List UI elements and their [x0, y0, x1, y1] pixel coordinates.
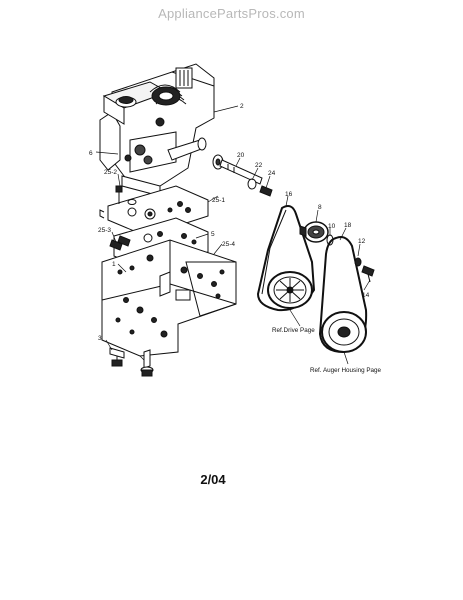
- callout-25-2: 25-2: [104, 169, 117, 176]
- ref-drive-page: Ref.Drive Page: [272, 327, 315, 334]
- callout-24: 24: [268, 170, 276, 177]
- engine-pulley-part-8[interactable]: [299, 221, 329, 243]
- callout-14: 14: [362, 292, 370, 299]
- callout-8: 8: [318, 204, 322, 211]
- callout-labels: 2 6 20 22 24 25-2 25-1 16 8 18 10 12 14 …: [89, 103, 370, 342]
- callout-20: 20: [237, 152, 245, 159]
- engine[interactable]: [99, 63, 215, 197]
- callout-25-4: 25-4: [222, 241, 235, 248]
- frame-part-1[interactable]: [101, 239, 237, 357]
- bolt-part-3[interactable]: [109, 347, 154, 377]
- callout-16: 16: [285, 191, 293, 198]
- callout-22: 22: [255, 162, 263, 169]
- bolt-part-25-3[interactable]: [109, 235, 131, 251]
- callout-5: 5: [211, 231, 215, 238]
- callout-10: 10: [328, 223, 336, 230]
- leader-lines: [95, 105, 371, 365]
- ref-auger-housing-page: Ref. Auger Housing Page: [310, 367, 382, 374]
- washer-part-22[interactable]: [247, 178, 257, 190]
- callout-25-1: 25-1: [212, 197, 225, 204]
- side-plate-part-25-4[interactable]: [185, 261, 237, 317]
- bolt-part-14[interactable]: [361, 265, 375, 283]
- watermark: AppliancePartsPros.com: [158, 6, 305, 21]
- auger-pulley[interactable]: [321, 311, 367, 353]
- bolt-part-25-2[interactable]: [115, 185, 137, 205]
- washer-part-12[interactable]: [354, 257, 362, 267]
- callout-1: 1: [112, 261, 116, 268]
- callout-12: 12: [358, 238, 366, 245]
- date-code: 2/04: [200, 472, 226, 487]
- bolt-part-24[interactable]: [259, 185, 273, 197]
- callout-18: 18: [344, 222, 352, 229]
- callout-25-3: 25-3: [98, 227, 111, 234]
- crankshaft-bolt-part-20[interactable]: [219, 159, 263, 185]
- callout-6: 6: [89, 150, 93, 157]
- callout-2: 2: [240, 103, 244, 110]
- callout-3: 3: [98, 335, 102, 342]
- drive-pulley[interactable]: [267, 271, 313, 309]
